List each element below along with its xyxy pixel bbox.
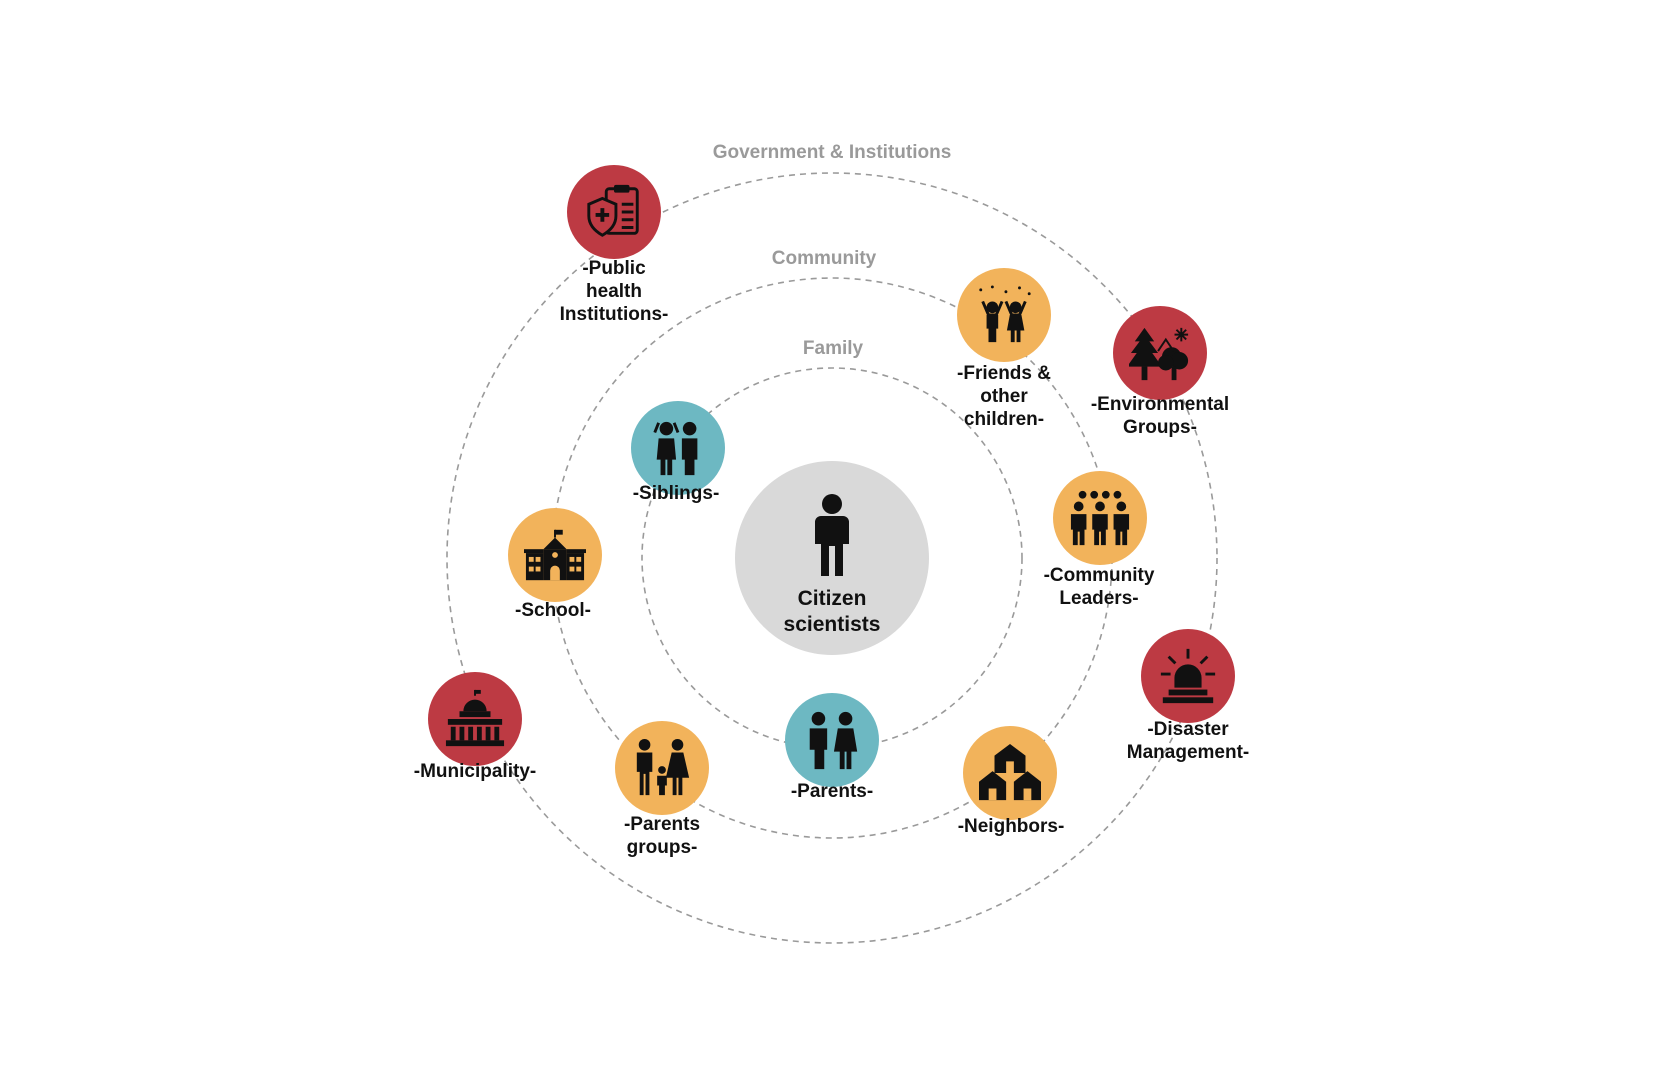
disaster-label-line-1: -Disaster [1147,719,1229,740]
environmental-label-line-2: Groups- [1123,417,1197,438]
community-leaders-node [1053,471,1147,565]
crowd-icon [1070,490,1130,546]
school-icon [524,529,586,581]
parents-node [785,693,879,787]
friends-label-line-3: children- [963,409,1045,430]
siblings-node [631,401,725,495]
neighbors-label: -Neighbors- [958,815,1065,838]
siblings-label-line: -Siblings- [632,483,720,504]
siblings-label: -Siblings- [633,482,720,505]
municipality-label-line: -Municipality- [413,761,537,782]
person-icon [815,494,849,576]
public-health-label: -Public health Institutions- [560,257,669,326]
parents-icon [809,711,858,770]
capitol-building-icon [445,689,505,747]
disaster-node [1141,629,1235,723]
center-circle [735,461,929,655]
ring-title-government: Government & Institutions [712,142,952,163]
school-label-line: -School- [515,600,591,621]
center-label: Citizen scientists [784,586,881,638]
disaster-label: -Disaster Management- [1127,718,1249,764]
houses-icon [979,743,1041,801]
public-health-label-line-1: -Public [582,258,646,279]
siblings-icon [653,421,698,476]
disaster-label-line-2: Management- [1126,742,1250,763]
ring-title-community: Community [771,248,877,269]
public-health-label-line-3: Institutions- [559,304,669,325]
parents-groups-label: -Parents groups- [624,813,700,859]
environmental-label: -Environmental Groups- [1091,393,1229,439]
school-label: -School- [515,599,591,622]
parents-label: -Parents- [791,780,873,803]
community-leaders-label-line-2: Leaders- [1059,588,1139,609]
public-health-label-line-2: health [586,281,642,302]
government-ring [446,172,1218,944]
friends-label-line-2: other [980,386,1028,407]
parents-label-line: -Parents- [790,781,874,802]
public-health-node [567,165,661,259]
school-node [508,508,602,602]
siren-icon [1160,648,1216,704]
parents-groups-node [615,721,709,815]
friends-node [957,268,1051,362]
family-icon [636,738,690,796]
community-leaders-label-line-1: -Community [1043,565,1155,586]
environmental-label-line-1: -Environmental [1090,394,1230,415]
center-label-line-1: Citizen [797,587,867,610]
parents-groups-label-line-2: groups- [626,837,698,858]
neighbors-label-line: -Neighbors- [957,816,1065,837]
ring-title-family: Family [802,338,864,359]
municipality-label: -Municipality- [414,760,536,783]
center-label-line-2: scientists [783,613,881,636]
friends-label-line-1: -Friends & [957,363,1051,384]
health-clipboard-icon [587,184,639,237]
municipality-node [428,672,522,766]
neighbors-node [963,726,1057,820]
children-playing-icon [979,285,1031,343]
parents-groups-label-line-1: -Parents [623,814,701,835]
community-leaders-label: -Community Leaders- [1044,564,1155,610]
environmental-node [1113,306,1207,400]
friends-label: -Friends & other children- [957,362,1051,431]
trees-icon [1129,327,1189,381]
